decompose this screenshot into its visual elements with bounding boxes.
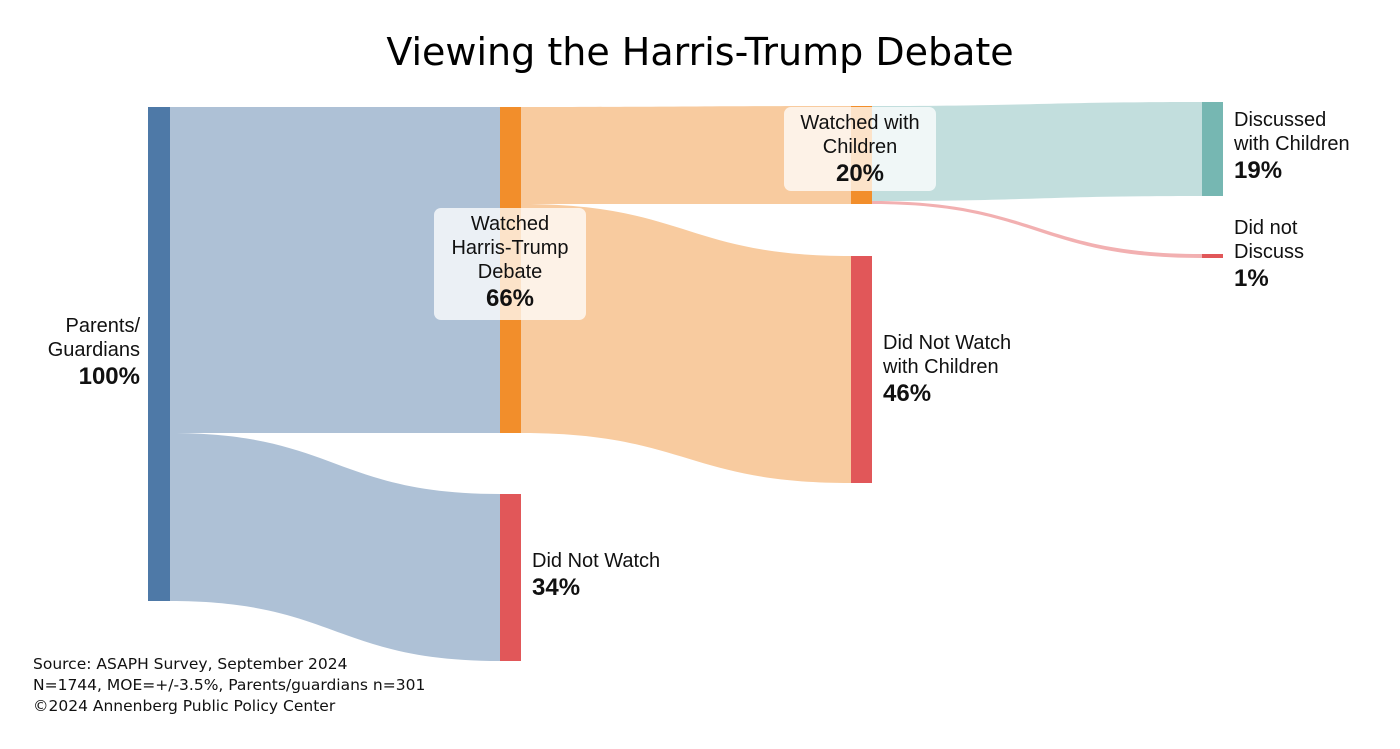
pct-parents: 100% <box>78 363 140 390</box>
source-note: Source: ASAPH Survey, September 2024 N=1… <box>33 654 425 717</box>
label-did-not-discuss: Did not Discuss 1% <box>1234 217 1305 292</box>
label-did-not-watch-with-children: Did Not Watch with Children 46% <box>883 332 1012 407</box>
link-watched-to-watched-with-children <box>521 106 851 204</box>
pct-did-not-discuss: 1% <box>1234 265 1269 292</box>
pct-discussed: 19% <box>1234 157 1283 184</box>
node-did-not-watch[interactable] <box>500 494 521 661</box>
label-discussed: Discussed with Children 19% <box>1234 109 1350 184</box>
link-parents-to-did-not-watch <box>170 433 500 661</box>
pct-watched: 66% <box>485 285 535 312</box>
label-watched-with-children: Watched with Children 20% <box>784 107 936 191</box>
sankey-links <box>170 102 1202 661</box>
label-parents: Parents/ Guardians 100% <box>20 314 140 392</box>
source-line: Source: ASAPH Survey, September 2024 <box>33 655 348 673</box>
pct-did-not-watch-with-children: 46% <box>883 380 932 407</box>
label-did-not-watch: Did Not Watch 34% <box>532 550 661 601</box>
node-did-not-watch-with-children[interactable] <box>851 256 872 483</box>
link-wwc-to-did-not-discuss <box>872 201 1202 258</box>
pct-watched-with-children: 20% <box>835 160 885 187</box>
copyright-line: ©2024 Annenberg Public Policy Center <box>33 697 336 715</box>
chart-title: Viewing the Harris-Trump Debate <box>386 30 1014 74</box>
link-wwc-to-discussed <box>872 102 1202 201</box>
label-watched: Watched Harris-Trump Debate 66% <box>434 208 586 320</box>
node-did-not-discuss[interactable] <box>1202 254 1223 258</box>
link-watched-to-did-not-watch-with-children <box>521 204 851 483</box>
node-parents[interactable] <box>148 107 170 601</box>
sankey-nodes <box>148 102 1223 661</box>
pct-did-not-watch: 34% <box>532 574 581 601</box>
link-parents-to-watched <box>170 107 500 433</box>
sample-line: N=1744, MOE=+/-3.5%, Parents/guardians n… <box>33 676 426 694</box>
node-discussed[interactable] <box>1202 102 1223 196</box>
